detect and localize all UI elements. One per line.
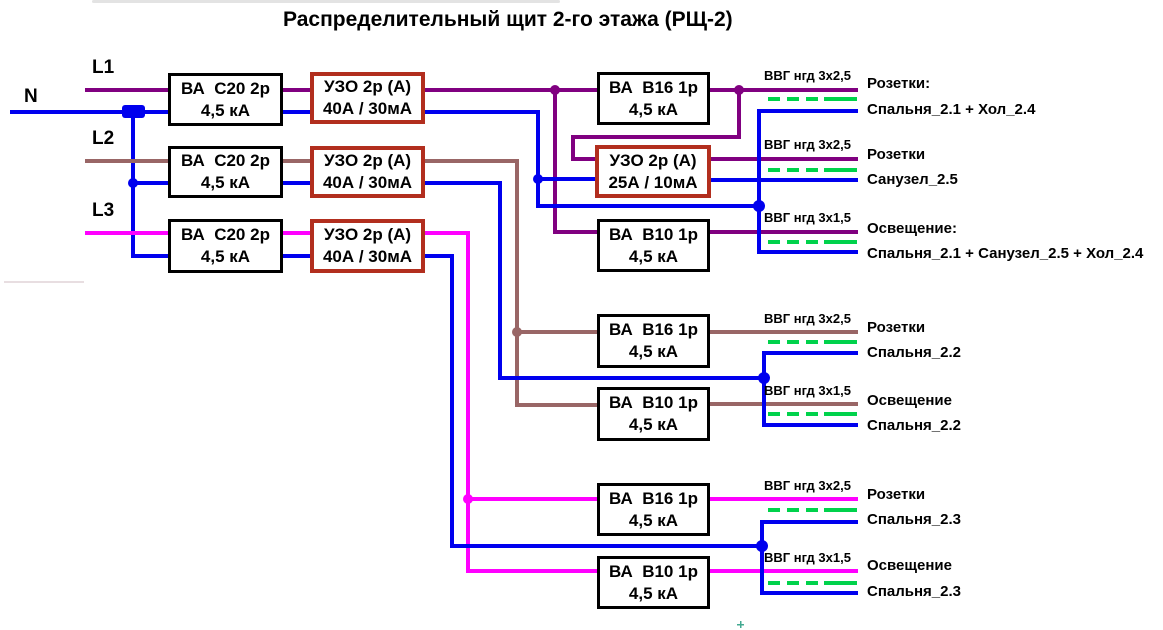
bus-label-l3: L3 — [92, 200, 115, 221]
junction-dot — [758, 372, 770, 384]
cable-label: ВВГ нгд 3х2,5 — [764, 311, 851, 326]
wire-neutral-g3-run — [423, 254, 762, 548]
junction-dot — [734, 85, 744, 95]
device-rating: 4,5 кА — [628, 415, 679, 434]
breaker-g3-lights: ВА В10 1р 4,5 кА — [597, 556, 710, 609]
wire-neutral-g2-riser — [762, 351, 858, 427]
load-purpose: Освещение — [867, 557, 952, 574]
device-rating: 40А / 30мА — [322, 247, 413, 266]
device-name: ВА С20 2р — [181, 151, 270, 170]
device-name: ВА В16 1р — [609, 320, 698, 339]
cable-label: ВВГ нгд 3х2,5 — [764, 68, 851, 83]
junction-dot — [512, 327, 522, 337]
device-name: ВА В10 1р — [609, 561, 698, 581]
device-rating: 40А / 30мА — [322, 99, 413, 118]
bus-label-l1: L1 — [92, 57, 115, 78]
device-rating: 4,5 кА — [628, 342, 679, 361]
breaker-main-1: ВА С20 2р 4,5 кА — [168, 73, 283, 126]
load-rooms: Санузел_2.5 — [867, 171, 958, 188]
junction-dot — [753, 200, 765, 212]
breaker-g1-sockets: ВА В16 1р 4,5 кА — [597, 72, 710, 125]
device-name: ВА С20 2р — [181, 225, 270, 244]
load-purpose: Розетки — [867, 146, 926, 163]
load-purpose: Розетки — [867, 319, 926, 336]
junction-neutral-blob — [122, 105, 145, 118]
load-purpose: Освещение — [867, 392, 952, 409]
stray-plus-mark — [737, 621, 744, 628]
rcd-main-1: УЗО 2р (А) 40А / 30мА — [310, 72, 425, 124]
cable-label: ВВГ нгд 3х1,5 — [764, 210, 851, 225]
device-rating: 25А / 10мА — [608, 172, 698, 192]
device-name: УЗО 2р (А) — [609, 150, 697, 170]
junction-dot — [550, 85, 560, 95]
cable-label: ВВГ нгд 3х2,5 — [764, 478, 851, 493]
cable-label: ВВГ нгд 3х1,5 — [764, 383, 851, 398]
device-rating: 4,5 кА — [628, 99, 679, 119]
scan-artifact-bottom-left — [4, 281, 84, 283]
breaker-g2-lights: ВА В10 1р 4,5 кА — [597, 387, 710, 441]
device-rating: 4,5 кА — [628, 583, 679, 603]
junction-dot — [533, 174, 543, 184]
wire-l1-drop-to-b10-g1 — [553, 90, 599, 234]
wire-l3-feed — [423, 231, 599, 573]
cable-label: ВВГ нгд 3х1,5 — [764, 550, 851, 565]
junction-dot — [756, 540, 768, 552]
device-name: УЗО 2р (А) — [323, 77, 412, 96]
scan-artifact-top — [92, 0, 560, 3]
load-rooms: Спальня_2.2 — [867, 417, 961, 434]
wire-l2-feed — [423, 159, 599, 407]
bus-label-l2: L2 — [92, 128, 115, 149]
device-rating: 4,5 кА — [200, 247, 251, 266]
device-rating: 40А / 30мА — [322, 173, 413, 192]
load-rooms: Спальня_2.2 — [867, 344, 961, 361]
rcd-main-3: УЗО 2р (А) 40А / 30мА — [310, 219, 425, 273]
load-rooms: Спальня_2.3 — [867, 583, 961, 600]
breaker-main-3: ВА С20 2р 4,5 кА — [168, 219, 283, 273]
wire-neutral-g2-run — [423, 181, 764, 380]
device-rating: 4,5 кА — [200, 173, 251, 192]
device-name: ВА В16 1р — [609, 77, 698, 97]
wire-neutral-g1-riser — [757, 109, 858, 254]
junction-dot — [128, 178, 138, 188]
rcd-main-2: УЗО 2р (А) 40А / 30мА — [310, 146, 425, 198]
load-rooms: Спальня_2.1 + Санузел_2.5 + Хол_2.4 — [867, 245, 1144, 262]
breaker-g1-lights: ВА В10 1р 4,5 кА — [597, 219, 710, 272]
device-name: ВА В16 1р — [609, 488, 698, 508]
breaker-main-2: ВА С20 2р 4,5 кА — [168, 146, 283, 198]
bus-label-n: N — [24, 86, 38, 107]
cable-label: ВВГ нгд 3х2,5 — [764, 137, 851, 152]
device-rating: 4,5 кА — [628, 510, 679, 530]
load-purpose: Розетки — [867, 486, 926, 503]
device-name: УЗО 2р (А) — [323, 151, 412, 170]
device-name: ВА В10 1р — [609, 224, 698, 244]
device-name: УЗО 2р (А) — [323, 225, 412, 244]
load-rooms: Спальня_2.3 — [867, 511, 961, 528]
device-name: ВА С20 2р — [181, 78, 270, 98]
wire-neutral-g1-run — [423, 110, 759, 208]
wire-neutral-g3-riser — [760, 520, 858, 595]
load-rooms: Спальня_2.1 + Хол_2.4 — [867, 101, 1036, 118]
load-purpose: Розетки: — [867, 75, 931, 92]
page-title: Распределительный щит 2-го этажа (РЩ-2) — [283, 8, 733, 31]
wire-l1-loop-to-rcd25 — [571, 90, 741, 161]
device-name: ВА В10 1р — [609, 393, 698, 412]
device-rating: 4,5 кА — [628, 246, 679, 266]
breaker-g2-sockets: ВА В16 1р 4,5 кА — [597, 314, 710, 368]
load-purpose: Освещение: — [867, 220, 957, 237]
junction-dot — [463, 494, 473, 504]
rcd-g1-bathroom: УЗО 2р (А) 25А / 10мА — [595, 145, 711, 198]
device-rating: 4,5 кА — [200, 100, 251, 120]
breaker-g3-sockets: ВА В16 1р 4,5 кА — [597, 483, 710, 536]
